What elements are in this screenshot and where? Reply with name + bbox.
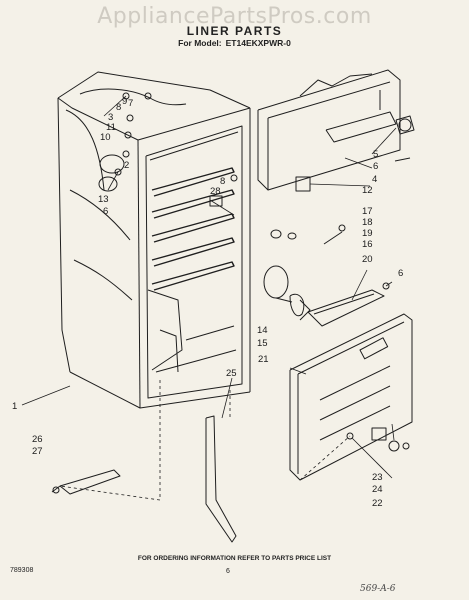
callout-11: 11 xyxy=(106,122,116,133)
thermostat-assembly xyxy=(394,115,415,162)
breaker-strip xyxy=(205,415,237,543)
callout-13: 13 xyxy=(98,194,109,205)
ordering-note: FOR ORDERING INFORMATION REFER TO PARTS … xyxy=(137,555,332,562)
callout-3: 3 xyxy=(108,112,113,123)
rear-panel xyxy=(289,313,413,481)
shelf-rails xyxy=(151,167,235,291)
liner-cabinet xyxy=(57,71,251,409)
callout-21: 21 xyxy=(258,354,269,365)
callout-6b: 6 xyxy=(103,206,108,217)
callout-15: 15 xyxy=(257,338,268,349)
callout-9: 9 xyxy=(122,96,127,107)
model-label: For Model: xyxy=(178,38,222,48)
callout-12: 12 xyxy=(362,185,373,196)
light-fan-assembly xyxy=(263,229,385,327)
callout-7: 7 xyxy=(128,98,133,109)
callout-19: 19 xyxy=(362,228,373,239)
callout-8a: 8 xyxy=(116,102,121,113)
callout-6a: 6 xyxy=(373,161,378,172)
callout-14: 14 xyxy=(257,325,268,336)
callout-17: 17 xyxy=(362,206,373,217)
callout-25: 25 xyxy=(226,368,237,379)
callout-24: 24 xyxy=(372,484,383,495)
callout-5: 5 xyxy=(373,149,378,160)
hinge-bracket xyxy=(51,469,121,495)
page-number: 6 xyxy=(226,568,230,575)
callout-2: 2 xyxy=(124,160,129,171)
crisper-area xyxy=(147,289,237,373)
leader-lines xyxy=(21,95,397,479)
handwritten-note: 569-A-6 xyxy=(360,584,396,594)
callout-labels: 1 2 3 4 5 6 6 6 7 8 8 9 10 11 12 13 14 1… xyxy=(12,96,403,509)
callout-23: 23 xyxy=(372,472,383,483)
callout-1: 1 xyxy=(12,401,17,412)
watermark: AppliancePartsPros.com xyxy=(97,4,372,29)
callout-18: 18 xyxy=(362,217,373,228)
model-line: For Model:ET14EKXPWR-0 xyxy=(0,38,469,48)
hardware-screws xyxy=(114,92,410,450)
callout-28: 28 xyxy=(210,186,221,197)
callout-20: 20 xyxy=(362,254,373,265)
callout-22: 22 xyxy=(372,498,383,509)
diagram-title: LINER PARTS xyxy=(186,24,283,38)
callout-8b: 8 xyxy=(220,176,225,187)
diagram-code: 789308 xyxy=(10,567,34,574)
control-housing xyxy=(257,69,401,191)
callout-27: 27 xyxy=(32,446,43,457)
model-number: ET14EKXPWR-0 xyxy=(225,38,291,48)
callout-4: 4 xyxy=(372,174,377,185)
projection-lines xyxy=(59,380,351,501)
callout-26: 26 xyxy=(32,434,43,445)
callout-10: 10 xyxy=(100,132,111,143)
callout-16: 16 xyxy=(362,239,373,250)
callout-6c: 6 xyxy=(398,268,403,279)
